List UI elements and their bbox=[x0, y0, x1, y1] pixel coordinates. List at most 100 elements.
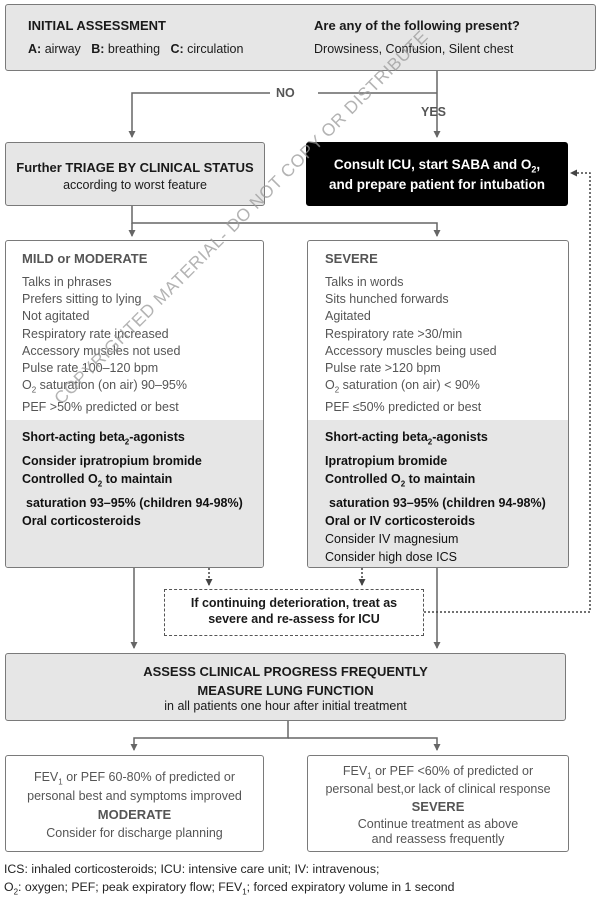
om-fev-post: or PEF 60-80% of predicted or bbox=[62, 770, 236, 784]
mild-t1-sub: 2 bbox=[124, 437, 130, 447]
mild-o2-pre: O bbox=[22, 378, 32, 393]
mild-t1-pre: Short-acting beta bbox=[22, 430, 125, 444]
severe-t3-post: to maintain bbox=[405, 471, 476, 486]
mild-feature: Prefers sitting to lying bbox=[22, 292, 142, 307]
mild-treatment-ipratropium: Consider ipratropium bromide bbox=[22, 453, 202, 468]
outcome-severe-label: SEVERE bbox=[411, 798, 465, 814]
abc-a-letter: A: bbox=[28, 42, 42, 56]
deterioration-line2: severe and re-assess for ICU bbox=[208, 612, 380, 626]
mild-treatment-o2: Controlled O2 to maintain bbox=[22, 470, 243, 494]
severe-title: SEVERE bbox=[325, 251, 378, 266]
danger-signs: Drowsiness, Confusion, Silent chest bbox=[314, 42, 514, 56]
abc-c-text: circulation bbox=[187, 42, 244, 56]
fn-end: ; forced expiratory volume in 1 second bbox=[246, 880, 455, 894]
severe-feature: Sits hunched forwards bbox=[325, 292, 449, 307]
mild-treatments: Short-acting beta2-agonists Consider ipr… bbox=[22, 428, 243, 530]
outcome-moderate-action: Consider for discharge planning bbox=[46, 825, 223, 840]
mild-feature: Talks in phrases bbox=[22, 275, 112, 289]
mild-o2-saturation: O2 saturation (on air) 90–95% bbox=[22, 377, 187, 399]
yes-label: YES bbox=[421, 105, 447, 119]
mild-moderate-box: MILD or MODERATE Talks in phrases Prefer… bbox=[5, 240, 264, 568]
assess-box: ASSESS CLINICAL PROGRESS FREQUENTLY MEAS… bbox=[5, 653, 566, 721]
mild-o2-post: saturation (on air) 90–95% bbox=[36, 378, 187, 393]
severe-treatment-magnesium: Consider IV magnesium bbox=[325, 532, 459, 547]
outcome-severe-fev: FEV1 or PEF <60% of predicted or bbox=[308, 764, 568, 781]
severe-t1-sub: 2 bbox=[427, 437, 433, 447]
outcome-severe-box: FEV1 or PEF <60% of predicted or persona… bbox=[307, 755, 569, 852]
assess-split-arrows bbox=[130, 721, 441, 751]
severe-feature: Accessory muscles being used bbox=[325, 343, 497, 358]
no-label: NO bbox=[276, 86, 295, 100]
initial-assessment-title: INITIAL ASSESSMENT bbox=[28, 18, 166, 33]
fn-o2: O bbox=[4, 880, 14, 894]
outcome-severe-action1: Continue treatment as above bbox=[357, 816, 519, 831]
mild-feature: Not agitated bbox=[22, 309, 90, 324]
severe-box: SEVERE Talks in words Sits hunched forwa… bbox=[307, 240, 569, 568]
abc-a-text: airway bbox=[44, 42, 81, 56]
outcome-moderate-label: MODERATE bbox=[97, 806, 172, 822]
mild-features: Talks in phrases Prefers sitting to lyin… bbox=[22, 274, 187, 416]
initial-assessment-box: INITIAL ASSESSMENT A: airway B: breathin… bbox=[5, 4, 596, 71]
om-fev-sub: 1 bbox=[58, 777, 63, 787]
mild-treatment-saturation: saturation 93–95% (children 94-98%) bbox=[26, 495, 243, 510]
severe-treatment-ics: Consider high dose ICS bbox=[325, 550, 458, 565]
no-branch-arrow bbox=[128, 92, 437, 138]
severe-treatment-saba: Short-acting beta2-agonists bbox=[325, 428, 546, 452]
severe-feature: Talks in words bbox=[325, 275, 404, 289]
mild-t3-pre: Controlled O bbox=[22, 471, 98, 486]
icu-o2-sub: 2 bbox=[531, 164, 537, 175]
abc-row: A: airway B: breathing C: circulation bbox=[28, 42, 243, 56]
severe-t1-post: -agonists bbox=[432, 430, 488, 444]
severe-pef: PEF ≤50% predicted or best bbox=[325, 399, 482, 414]
severe-o2-pre: O bbox=[325, 378, 335, 393]
mild-t3-post: to maintain bbox=[102, 471, 173, 486]
deterioration-box: If continuing deterioration, treat as se… bbox=[164, 589, 424, 636]
mild-o2-sub: 2 bbox=[31, 385, 37, 395]
abc-b-text: breathing bbox=[107, 42, 161, 56]
severe-t3-sub: 2 bbox=[400, 479, 406, 489]
mild-treatment-steroids: Oral corticosteroids bbox=[22, 513, 141, 528]
om-fev-pre: FEV bbox=[33, 770, 59, 784]
abc-b-letter: B: bbox=[91, 42, 105, 56]
icu-line1: Consult ICU, start SABA and O2, bbox=[307, 157, 567, 175]
abc-c-letter: C: bbox=[170, 42, 184, 56]
assess-line2: MEASURE LUNG FUNCTION bbox=[197, 683, 374, 698]
outcome-moderate-box: FEV1 or PEF 60-80% of predicted or perso… bbox=[5, 755, 264, 852]
severe-feature: Agitated bbox=[325, 309, 371, 324]
fn-mid: : oxygen; PEF; peak expiratory flow; FEV bbox=[18, 880, 243, 894]
severe-o2-sub: 2 bbox=[334, 385, 340, 395]
triage-subtitle: according to worst feature bbox=[63, 178, 207, 192]
mild-feature: Accessory muscles not used bbox=[22, 343, 181, 358]
triage-split-arrows bbox=[128, 206, 441, 237]
footnote-line1: ICS: inhaled corticosteroids; ICU: inten… bbox=[4, 862, 380, 876]
os-fev-post: or PEF <60% of predicted or bbox=[371, 764, 534, 778]
mild-t1-post: -agonists bbox=[129, 430, 185, 444]
footnote-line2: O2: oxygen; PEF; peak expiratory flow; F… bbox=[4, 878, 454, 901]
os-fev-sub: 1 bbox=[367, 771, 372, 781]
outcome-severe-action2: and reassess frequently bbox=[371, 831, 505, 846]
fn-fev-sub: 1 bbox=[242, 887, 247, 897]
os-fev-pre: FEV bbox=[342, 764, 368, 778]
icu-box: Consult ICU, start SABA and O2, and prep… bbox=[306, 142, 568, 206]
deterioration-to-icu-dotted bbox=[424, 169, 591, 613]
severe-treatment-o2: Controlled O2 to maintain bbox=[325, 470, 546, 494]
outcome-severe-line2: personal best,or lack of clinical respon… bbox=[325, 781, 551, 796]
severe-feature: Respiratory rate >30/min bbox=[325, 326, 463, 341]
mild-t3-sub: 2 bbox=[97, 479, 103, 489]
severe-treatment-area bbox=[308, 420, 568, 567]
triage-box: Further TRIAGE BY CLINICAL STATUS accord… bbox=[5, 142, 265, 206]
triage-title: Further TRIAGE BY CLINICAL STATUS bbox=[16, 160, 254, 175]
severe-t3-pre: Controlled O bbox=[325, 471, 401, 486]
severe-t1-pre: Short-acting beta bbox=[325, 430, 428, 444]
icu-line1-text: Consult ICU, start SABA and O bbox=[333, 157, 532, 172]
mild-treatment-area bbox=[6, 420, 263, 567]
fn-o2-sub: 2 bbox=[13, 887, 19, 897]
icu-line2: and prepare patient for intubation bbox=[328, 176, 545, 192]
outcome-moderate-line2: personal best and symptoms improved bbox=[27, 788, 242, 803]
mild-feature: Pulse rate 100–120 bpm bbox=[22, 361, 159, 376]
outcome-moderate-fev: FEV1 or PEF 60-80% of predicted or bbox=[6, 770, 263, 787]
severe-treatment-saturation: saturation 93–95% (children 94-98%) bbox=[329, 495, 546, 510]
severe-o2-post: saturation (on air) < 90% bbox=[339, 378, 480, 393]
severe-o2-saturation: O2 saturation (on air) < 90% bbox=[325, 377, 497, 399]
severe-features: Talks in words Sits hunched forwards Agi… bbox=[325, 274, 497, 416]
